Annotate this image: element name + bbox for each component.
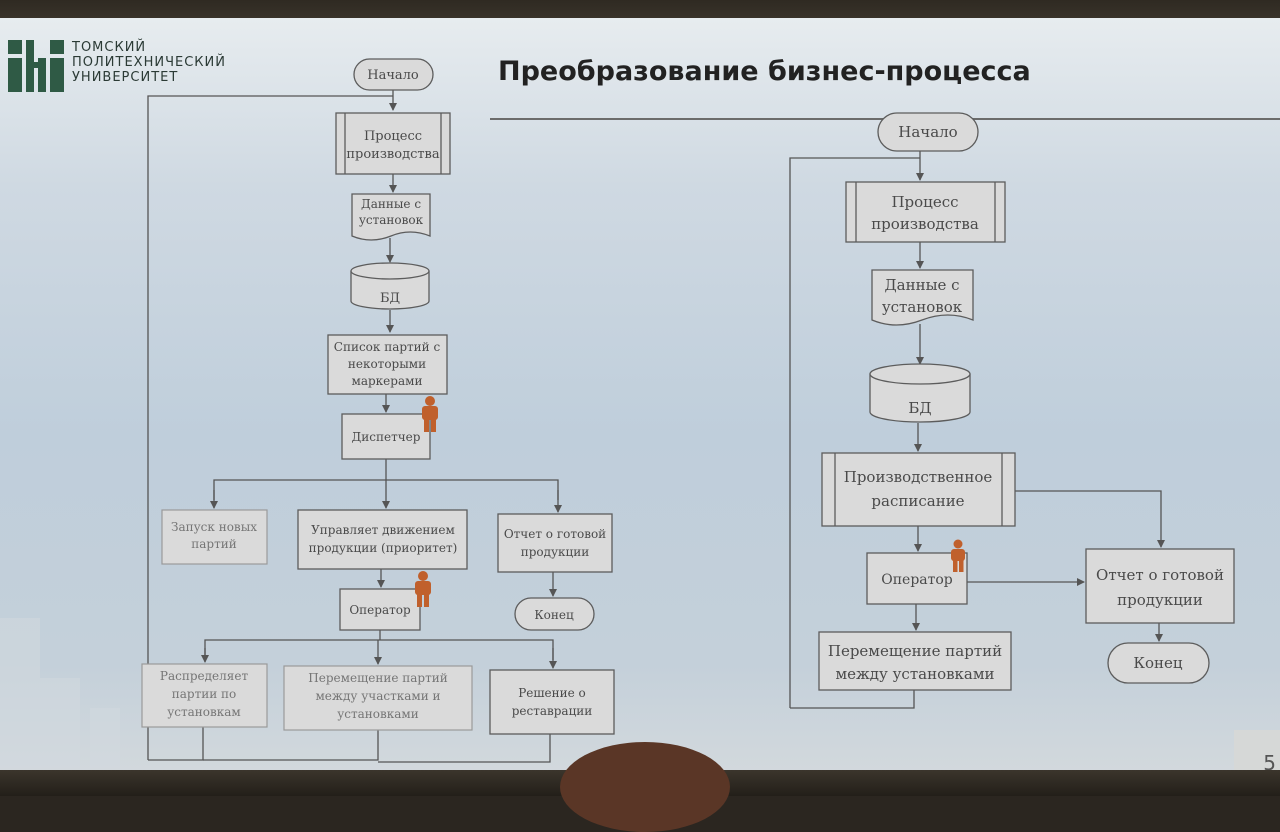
left-data-document (351, 193, 431, 241)
left-distribute-label: партии по (172, 687, 237, 701)
right-schedule-label: Производственное (844, 468, 993, 486)
left-db-cylinder (350, 271, 430, 310)
slide: ТОМСКИЙ ПОЛИТЕХНИЧЕСКИЙ УНИВЕРСИТЕТ Прео… (0, 18, 1280, 778)
left-move-label: между участками и (315, 689, 440, 703)
left-list-label: Список партий с (334, 340, 441, 354)
right-db-cylinder-top (869, 363, 971, 385)
left-move-box (283, 665, 473, 731)
slide-title: Преобразование бизнес-процесса (498, 56, 1031, 87)
right-operator-box (866, 552, 968, 605)
left-nodes: Начало Процесс производства Данные с уст… (141, 58, 615, 735)
left-data-label: Данные с (361, 197, 421, 211)
left-manage-box (297, 509, 468, 570)
decor-tile (0, 618, 40, 768)
left-db-cylinder-top (350, 262, 430, 280)
left-operator-label: Оператор (349, 603, 411, 617)
person-icon (951, 539, 965, 572)
right-report-box (1085, 548, 1235, 624)
loop-connector (378, 734, 551, 763)
right-start-terminal (877, 112, 979, 152)
left-operator-box (339, 588, 421, 631)
top-frame (0, 0, 1280, 22)
left-start-terminal (353, 58, 434, 91)
left-process-box (335, 112, 451, 175)
university-name: ТОМСКИЙ ПОЛИТЕХНИЧЕСКИЙ УНИВЕРСИТЕТ (72, 40, 226, 85)
right-process-label: производства (871, 215, 979, 233)
university-logo-icon (8, 40, 64, 92)
left-end-label: Конец (534, 608, 574, 622)
university-name-line: УНИВЕРСИТЕТ (72, 70, 179, 85)
university-name-line: ПОЛИТЕХНИЧЕСКИЙ (72, 55, 226, 70)
left-data-label: установок (359, 213, 424, 227)
left-distribute-label: установкам (167, 705, 241, 719)
branch-connector (204, 639, 554, 660)
left-launch-label: Запуск новых (171, 520, 257, 534)
loop-connector (148, 727, 204, 761)
left-restore-box (489, 669, 615, 735)
loop-back-connector (147, 95, 393, 760)
left-dispatcher-label: Диспетчер (352, 430, 421, 444)
left-list-label: маркерами (352, 374, 423, 388)
left-report-box (497, 513, 613, 573)
right-operator-label: Оператор (881, 572, 953, 588)
right-end-terminal (1107, 642, 1210, 684)
left-db-label: БД (380, 291, 400, 306)
left-move-label: установками (337, 707, 419, 721)
left-list-box (327, 334, 448, 395)
left-launch-label: партий (191, 537, 236, 551)
right-data-label: установок (882, 298, 963, 316)
right-process-label: Процесс (891, 193, 958, 211)
left-end-terminal (514, 597, 595, 631)
left-dispatcher-box (341, 413, 431, 460)
left-manage-label: продукции (приоритет) (309, 541, 458, 555)
right-move-label: Перемещение партий (828, 642, 1002, 660)
person-icon (415, 571, 431, 607)
left-start-label: Начало (367, 68, 419, 83)
left-process-label: производства (346, 147, 440, 162)
left-distribute-label: Распределяет (160, 669, 249, 683)
left-process-label: Процесс (364, 129, 422, 144)
flowchart-diagram: Начало Процесс производства Данные с уст… (141, 58, 1235, 763)
person-icon (422, 396, 438, 432)
right-report-label: Отчет о готовой (1096, 566, 1224, 584)
left-distribute-box (141, 663, 268, 728)
left-report-label: Отчет о готовой (504, 527, 606, 541)
right-flowchart (789, 151, 1165, 709)
left-move-label: Перемещение партий (308, 671, 447, 685)
left-restore-label: реставрации (512, 704, 593, 718)
right-process-box (845, 181, 1006, 243)
left-launch-box (161, 509, 268, 565)
right-report-label: продукции (1117, 591, 1203, 609)
right-data-label: Данные с (884, 276, 959, 294)
right-nodes: Начало Процесс производства Данные с уст… (818, 112, 1235, 691)
left-flowchart (147, 90, 562, 763)
connector (1015, 490, 1165, 548)
right-schedule-label: расписание (871, 492, 964, 510)
right-start-label: Начало (898, 123, 957, 141)
right-move-label: между установками (835, 665, 994, 683)
loop-connector (790, 690, 915, 709)
right-data-document (871, 269, 974, 326)
left-restore-label: Решение о (518, 686, 586, 700)
right-end-label: Конец (1133, 654, 1183, 672)
right-db-label: БД (908, 399, 931, 417)
right-schedule-box (821, 452, 1016, 527)
loop-connector (203, 730, 379, 761)
decor-tile (90, 708, 120, 768)
decor-tile (40, 678, 80, 768)
left-list-label: некоторыми (348, 357, 426, 371)
left-report-label: продукции (521, 545, 590, 559)
loop-back-connector (789, 157, 920, 708)
audience-head (560, 742, 730, 832)
right-db-cylinder (869, 374, 971, 423)
university-name-line: ТОМСКИЙ (72, 40, 147, 55)
left-manage-label: Управляет движением (311, 523, 455, 537)
right-move-box (818, 631, 1012, 691)
